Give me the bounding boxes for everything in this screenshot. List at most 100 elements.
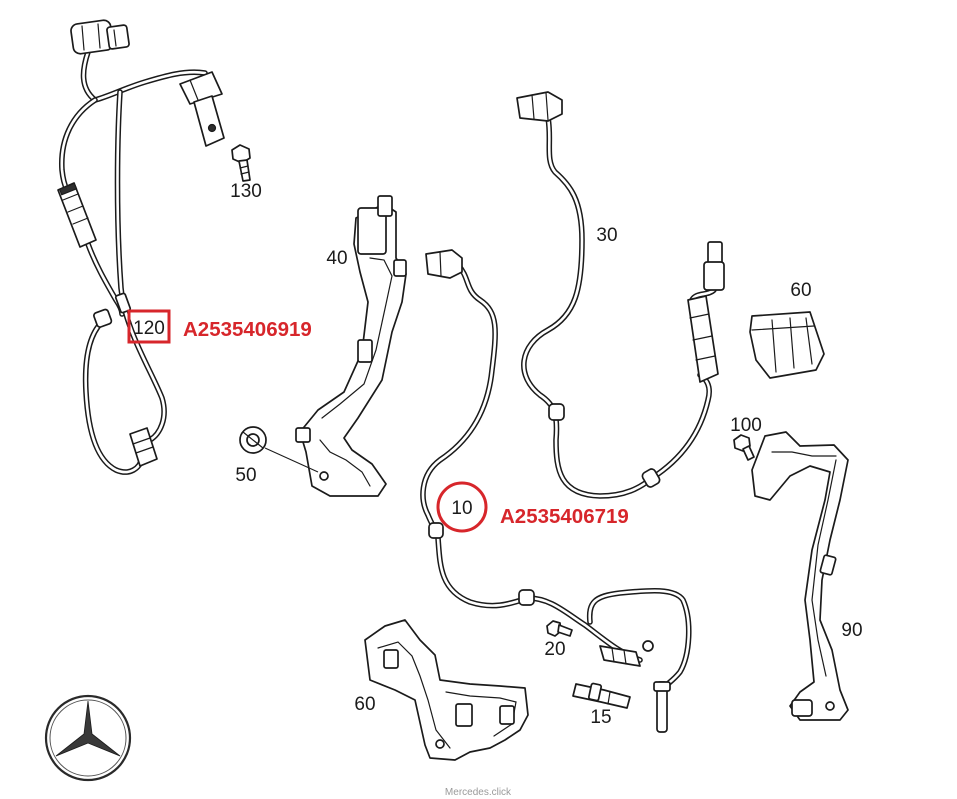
bracket-60-body xyxy=(364,619,529,761)
harness-30-cable-outline xyxy=(521,115,712,499)
callout-50: 50 xyxy=(235,465,256,486)
harness-10-plug-connector xyxy=(425,249,463,279)
harness-30-plug-connector xyxy=(516,91,563,122)
sensor-15-rib xyxy=(607,691,611,705)
harness-30-inline-connector xyxy=(687,241,725,383)
highlight-circle-10 xyxy=(436,481,488,533)
connector-rib xyxy=(689,313,710,319)
sensor-rib xyxy=(132,437,151,445)
bolt-shaft xyxy=(238,159,251,182)
harness-30-grommet xyxy=(548,403,565,421)
harness-10-sensor-connector xyxy=(599,645,641,667)
connector-body xyxy=(599,645,641,667)
connector-rib xyxy=(695,355,716,361)
harness-10-grommet xyxy=(428,522,444,539)
bracket-40-inner-edge xyxy=(321,257,393,419)
harness-120-lower-sensor xyxy=(129,427,158,467)
harness-120-cable-lower-loop-outline xyxy=(82,319,145,475)
part-number-10: A2535406719 xyxy=(500,505,629,528)
bracket-60-bottom xyxy=(364,619,529,761)
harness-120-clip xyxy=(114,292,132,314)
callout-40: 40 xyxy=(326,248,347,269)
callout-10: 10 xyxy=(451,498,472,519)
bracket-90-foot xyxy=(791,699,813,717)
clip-50 xyxy=(239,426,319,473)
plug-rib xyxy=(531,94,535,120)
harness-30 xyxy=(516,91,725,499)
harness-30-cable xyxy=(522,116,711,498)
clip-60-body xyxy=(749,311,825,379)
bracket-40-connector-tab xyxy=(377,195,393,217)
callout-120: 120 xyxy=(133,318,165,339)
sensor-15-collar xyxy=(587,682,603,702)
sensor-body xyxy=(129,427,158,467)
harness-30-grommet xyxy=(641,468,661,488)
connector-ridge xyxy=(72,217,89,225)
harness-120-cable-lower-loop xyxy=(84,320,144,474)
clip-50-leader xyxy=(264,447,319,473)
harness-10-cable-loop xyxy=(588,589,691,692)
sensor-collar xyxy=(653,681,671,692)
bracket-40-hole xyxy=(319,471,329,481)
clip-60-top xyxy=(749,311,825,379)
bracket-40-clip xyxy=(357,339,373,363)
harness-10-grommet xyxy=(518,589,535,606)
sensor-15 xyxy=(572,682,631,709)
bolt-100 xyxy=(733,434,755,461)
bracket-60-hole xyxy=(435,739,445,749)
sensor-grommet xyxy=(642,640,654,652)
plug-body xyxy=(425,249,463,279)
plug-rib xyxy=(97,23,101,49)
plug-rib xyxy=(81,25,85,51)
callout-130: 130 xyxy=(230,181,262,202)
clip-50-slot xyxy=(242,431,264,449)
bracket-hole xyxy=(207,123,217,133)
bracket-60-inner-edge xyxy=(377,641,451,749)
callout-60-bottom: 60 xyxy=(354,694,375,715)
sensor-rib xyxy=(189,79,199,101)
harness-120-plug-connector xyxy=(70,19,130,55)
plug-rib xyxy=(439,251,442,277)
callout-90: 90 xyxy=(841,620,862,641)
bracket-90 xyxy=(751,431,849,721)
sensor-rib xyxy=(135,446,154,454)
clip-60-rib xyxy=(789,317,795,369)
bolt-shaft xyxy=(557,624,573,637)
part-number-120: A2535406919 xyxy=(183,318,312,341)
callout-15: 15 xyxy=(590,707,611,728)
connector-body xyxy=(687,295,719,383)
logo-inner-ring xyxy=(49,699,127,777)
small-connector-cap xyxy=(703,261,725,291)
callout-100: 100 xyxy=(730,415,762,436)
bracket-60-clip xyxy=(383,649,399,669)
bracket-40-tab xyxy=(393,259,407,277)
bracket-90-hole xyxy=(825,701,835,711)
plug-body xyxy=(516,91,563,122)
connector-rib xyxy=(623,649,627,665)
bracket-40-inner-edge xyxy=(319,439,371,487)
clip-60-edge xyxy=(751,325,815,331)
plug-rib xyxy=(545,92,549,121)
harness-120 xyxy=(57,19,225,475)
bracket-90-body xyxy=(751,431,849,721)
harness-120-cable-left xyxy=(60,98,97,192)
plug-cap xyxy=(106,24,130,50)
bracket-60-inner-edge xyxy=(445,691,517,737)
bracket-40-connector xyxy=(357,207,387,255)
bracket-60-clip xyxy=(455,703,473,727)
harness-120-cable-right xyxy=(116,90,166,442)
plug-rib xyxy=(113,29,117,47)
small-connector xyxy=(707,241,723,265)
sensor-15-body xyxy=(572,683,631,709)
bracket-40-tab xyxy=(295,427,311,443)
bracket-90-clip xyxy=(819,554,837,576)
connector-ridge xyxy=(67,205,84,213)
callout-20: 20 xyxy=(544,639,565,660)
connector-ridge xyxy=(62,193,79,201)
watermark: Mercedes.click xyxy=(445,787,512,798)
harness-120-upper-sensor xyxy=(179,71,225,147)
callout-60-top: 60 xyxy=(790,280,811,301)
bolt-thread xyxy=(240,171,250,175)
bracket-60-clip xyxy=(499,705,515,725)
